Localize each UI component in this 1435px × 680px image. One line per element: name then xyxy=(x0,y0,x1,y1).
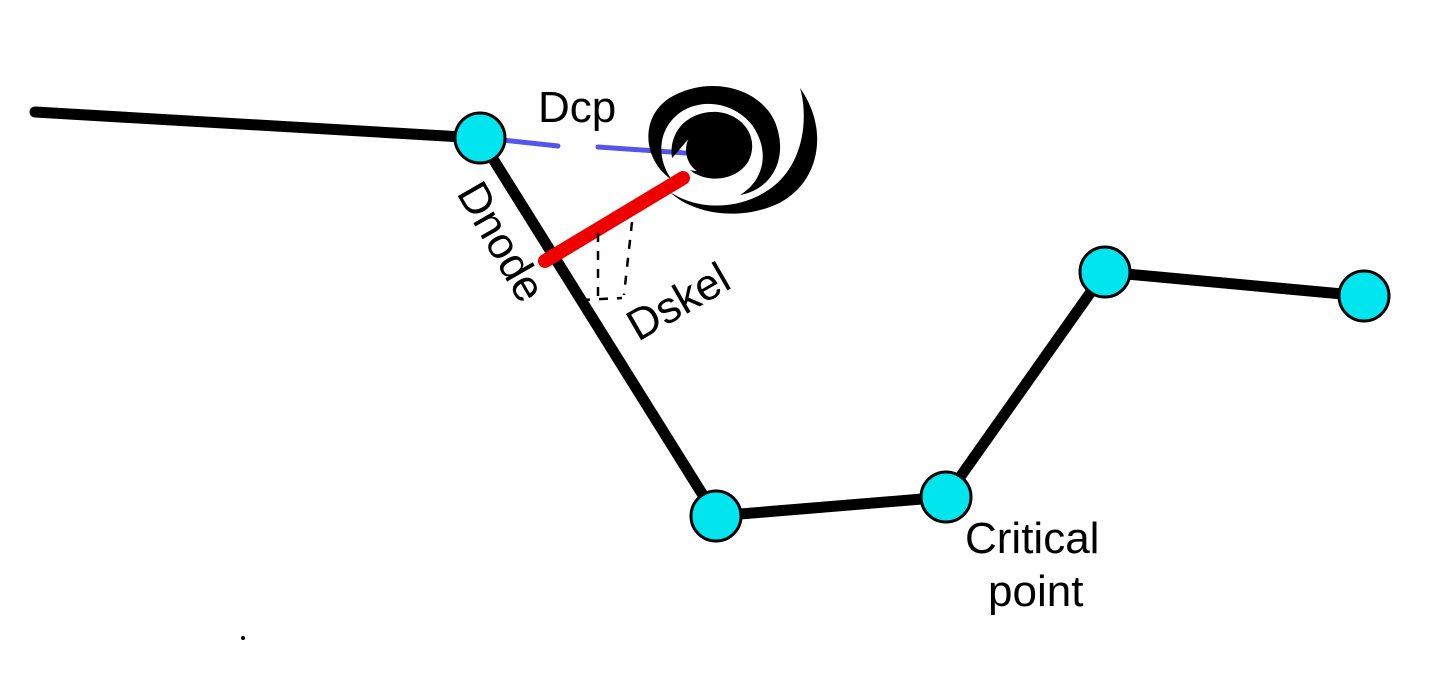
skeleton-segment-2 xyxy=(474,132,722,522)
label-dcp: Dcp xyxy=(538,83,616,132)
spiral-center xyxy=(686,124,738,176)
spiral-icon xyxy=(648,85,818,214)
skeleton-segment-3 xyxy=(710,491,952,522)
nodes xyxy=(453,111,1391,543)
label-dskel: Dskel xyxy=(619,253,739,350)
dskel-helper-lines xyxy=(580,221,634,302)
stray-dot xyxy=(241,636,245,640)
node-3 xyxy=(919,470,973,524)
spiral-ring xyxy=(648,85,781,195)
spiral-outer-arm xyxy=(670,88,818,214)
dskel-line xyxy=(538,171,690,268)
dcp-dash-1 xyxy=(499,137,561,149)
skeleton-path xyxy=(29,106,1370,522)
node-1 xyxy=(453,111,507,165)
skeleton-segment-5 xyxy=(1099,266,1370,302)
node-5 xyxy=(1337,269,1391,323)
label-critical-point-line1: Critical xyxy=(965,514,1099,563)
dcp-dash-2 xyxy=(595,144,688,156)
skeleton-segment-1 xyxy=(29,106,486,144)
dskel-helper-3 xyxy=(580,296,623,302)
label-critical-point-line2: point xyxy=(988,567,1083,616)
node-2 xyxy=(689,489,743,543)
skeleton-segment-4 xyxy=(940,266,1111,503)
dcp-line xyxy=(499,137,688,156)
dskel-helper-2 xyxy=(622,221,634,296)
node-4 xyxy=(1078,245,1132,299)
